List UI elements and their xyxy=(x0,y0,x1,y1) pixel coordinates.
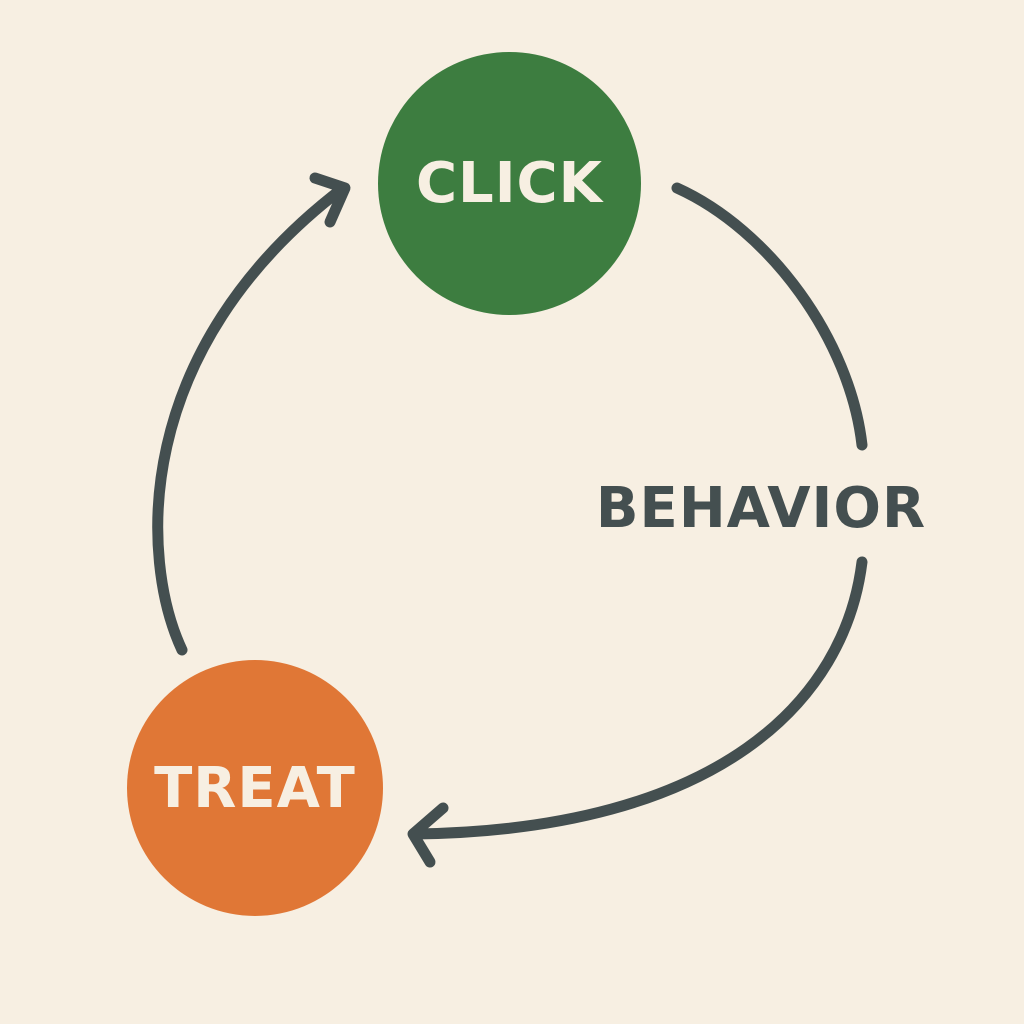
edge-behavior-to-treat xyxy=(409,556,868,840)
arrowhead-at-click-icon xyxy=(309,172,351,228)
behavior-label: BEHAVIOR xyxy=(595,475,927,541)
treat-node-label: TREAT xyxy=(154,755,356,821)
click-node: CLICK xyxy=(378,52,641,315)
edge-click-to-behavior xyxy=(671,182,868,451)
arrowhead-at-treat-icon xyxy=(407,802,449,868)
click-node-label: CLICK xyxy=(415,151,604,216)
edge-treat-to-click xyxy=(152,182,349,656)
treat-node: TREAT xyxy=(127,660,383,916)
